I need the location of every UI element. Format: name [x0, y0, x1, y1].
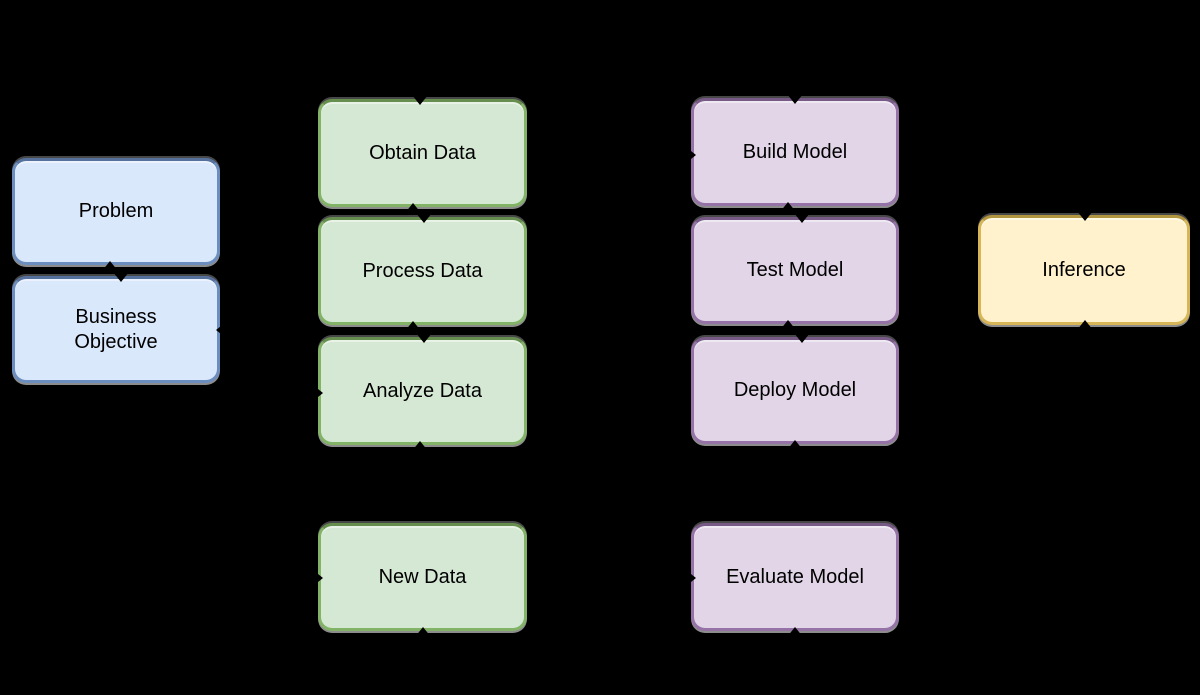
node-label: Obtain Data: [369, 141, 476, 164]
arrowhead-icon: [412, 441, 428, 451]
node-label: Problem: [78, 200, 154, 222]
arrowhead-icon: [415, 627, 431, 637]
node-inference: Inference: [978, 215, 1190, 325]
node-obtain-data: Obtain Data: [318, 99, 527, 207]
node-label: Inference: [1042, 258, 1126, 281]
arrowhead-icon: [780, 202, 796, 212]
arrowhead-icon: [794, 213, 810, 223]
node-label: Test Model: [746, 259, 844, 281]
node-test-model: Test Model: [691, 217, 899, 324]
node-label: Deploy Model: [733, 379, 857, 401]
arrowhead-icon: [405, 321, 421, 331]
arrowhead-icon: [102, 261, 118, 271]
arrowhead-icon: [686, 147, 696, 163]
node-process-data: Process Data: [318, 217, 527, 325]
node-analyze-data: Analyze Data: [318, 337, 527, 445]
arrowhead-icon: [780, 320, 796, 330]
arrowhead-icon: [416, 213, 432, 223]
arrowhead-icon: [113, 272, 129, 282]
node-label: Evaluate Model: [726, 565, 864, 588]
arrowhead-icon: [313, 570, 323, 586]
node-build-model: Build Model: [691, 98, 899, 206]
arrowhead-icon: [1077, 320, 1093, 330]
node-business-objective: Business Objective: [12, 276, 220, 383]
node-label: New Data: [378, 565, 467, 588]
arrowhead-icon: [1077, 211, 1093, 221]
node-label: Business Objective: [74, 305, 158, 353]
node-new-data: New Data: [318, 523, 527, 631]
node-label: Process Data: [362, 259, 483, 282]
arrowhead-icon: [787, 440, 803, 450]
arrowhead-icon: [216, 322, 226, 338]
node-deploy-model: Deploy Model: [691, 337, 899, 444]
arrowhead-icon: [686, 570, 696, 586]
arrowhead-icon: [416, 333, 432, 343]
arrowhead-icon: [794, 333, 810, 343]
node-evaluate-model: Evaluate Model: [691, 523, 899, 631]
node-label: Analyze Data: [363, 379, 482, 402]
node-label: Build Model: [742, 140, 848, 163]
arrowhead-icon: [787, 94, 803, 104]
arrowhead-icon: [787, 627, 803, 637]
arrowhead-icon: [313, 385, 323, 401]
arrowhead-icon: [405, 203, 421, 213]
arrowhead-icon: [412, 95, 428, 105]
node-problem: Problem: [12, 158, 220, 265]
